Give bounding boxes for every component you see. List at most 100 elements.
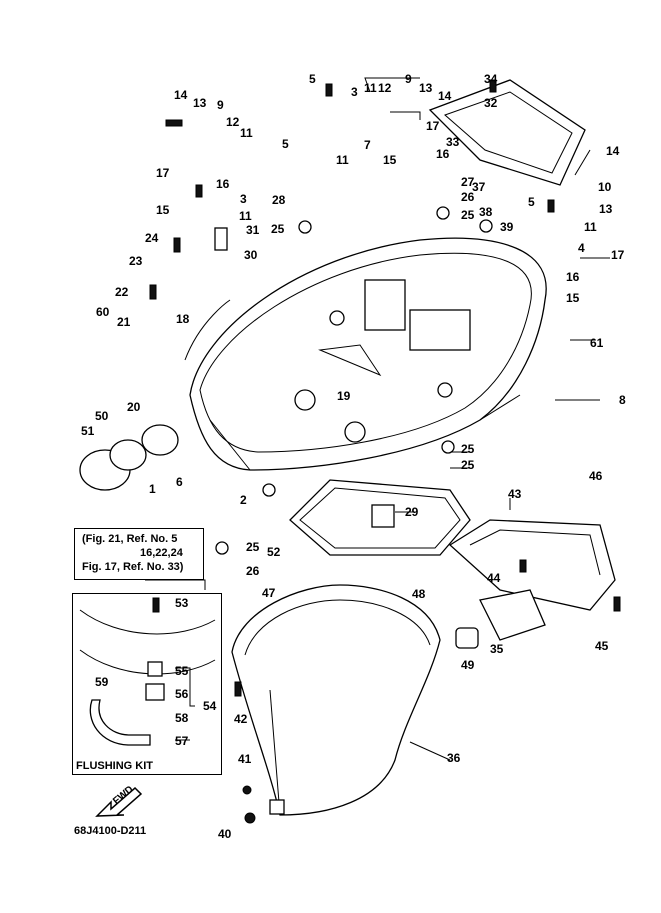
seal-strip-18 xyxy=(184,299,231,361)
callout-label: 14 xyxy=(438,89,452,103)
callout-label: 14 xyxy=(606,144,620,158)
callout-label: 15 xyxy=(156,203,170,217)
callout-label: 25 xyxy=(461,208,475,222)
grommet-50 xyxy=(455,627,479,649)
callout-label: 4 xyxy=(578,241,585,255)
callout-label: 6 xyxy=(176,475,183,489)
callout-label: 12 xyxy=(378,81,392,95)
callout-label: 27 xyxy=(461,175,475,189)
reference-note-line-1: (Fig. 21, Ref. No. 5 xyxy=(82,533,178,545)
callout-label: 2 xyxy=(240,493,247,507)
bottom-cowling-pan xyxy=(189,237,547,471)
callout-label: 49 xyxy=(461,658,475,672)
callout-label: 16 xyxy=(566,270,580,284)
callout-label: 29 xyxy=(405,505,419,519)
callout-label: 61 xyxy=(590,336,604,350)
callout-label: 11 xyxy=(364,81,377,95)
fasteners xyxy=(149,79,621,824)
callout-label: 15 xyxy=(566,291,580,305)
callout-label: 13 xyxy=(193,96,207,110)
callout-label: 41 xyxy=(238,752,252,766)
callout-label: 9 xyxy=(405,72,412,86)
callout-label: 25 xyxy=(271,222,285,236)
callout-label: 19 xyxy=(337,389,351,403)
callout-label: 26 xyxy=(246,564,260,578)
callout-label: 53 xyxy=(175,596,189,610)
callout-labels: 1 2 3 3 4 5 5 5 6 7 8 9 9 10 11 11 11 11… xyxy=(81,72,626,841)
callout-label: 23 xyxy=(129,254,143,268)
callout-label: 13 xyxy=(599,202,613,216)
collar-31 xyxy=(214,227,228,251)
callout-label: 43 xyxy=(508,487,522,501)
callout-label: 9 xyxy=(217,98,224,112)
hose-clamp-assembly xyxy=(79,424,179,491)
callout-label: 11 xyxy=(239,209,252,223)
callout-label: 38 xyxy=(479,205,493,219)
diagram-code: 68J4100-D211 xyxy=(74,825,147,837)
callout-label: 45 xyxy=(595,639,609,653)
callout-label: 36 xyxy=(447,751,461,765)
callout-label: 5 xyxy=(282,137,289,151)
callout-label: 35 xyxy=(490,642,504,656)
callout-label: 39 xyxy=(500,220,514,234)
leader-lines xyxy=(145,77,610,761)
callout-label: 32 xyxy=(484,96,498,110)
callout-label: 54 xyxy=(203,699,217,713)
callout-label: 14 xyxy=(174,88,188,102)
callout-label: 24 xyxy=(145,231,159,245)
callout-label: 33 xyxy=(446,135,460,149)
callout-label: 46 xyxy=(589,469,603,483)
flushing-kit-parts xyxy=(79,609,216,746)
callout-label: 34 xyxy=(484,72,498,86)
flushing-kit-inset xyxy=(72,593,222,775)
callout-label: 16 xyxy=(436,147,450,161)
callout-label: 3 xyxy=(240,192,247,206)
callout-label: 47 xyxy=(262,586,276,600)
callout-label: 21 xyxy=(117,315,131,329)
callout-label: 51 xyxy=(81,424,95,438)
callout-label: 52 xyxy=(267,545,281,559)
callout-label: 31 xyxy=(246,223,260,237)
callout-label: 1 xyxy=(149,482,156,496)
callout-label: 22 xyxy=(115,285,129,299)
callout-label: 17 xyxy=(611,248,625,262)
reference-note-box xyxy=(74,528,204,580)
callout-label: 20 xyxy=(127,400,141,414)
callout-label: 11 xyxy=(336,153,349,167)
lower-cowling xyxy=(231,584,441,816)
callout-label: 8 xyxy=(619,393,626,407)
callout-label: 25 xyxy=(461,458,475,472)
callout-label: 28 xyxy=(272,193,286,207)
gasket-seal xyxy=(289,479,471,556)
callout-label: 11 xyxy=(240,126,253,140)
callout-label: 3 xyxy=(351,85,358,99)
reference-note-line-3: Fig. 17, Ref. No. 33) xyxy=(82,561,184,573)
callout-label: 59 xyxy=(95,675,109,689)
callout-label: 26 xyxy=(461,190,475,204)
callout-label: 56 xyxy=(175,687,189,701)
callout-label: 11 xyxy=(584,220,597,234)
callout-label: 5 xyxy=(309,72,316,86)
callout-label: 12 xyxy=(226,115,240,129)
callout-label: 25 xyxy=(246,540,260,554)
callout-label: 17 xyxy=(156,166,170,180)
callout-label: 5 xyxy=(528,195,535,209)
callout-label: 17 xyxy=(426,119,440,133)
cover-plate xyxy=(428,79,586,186)
callout-label: 13 xyxy=(419,81,433,95)
bracket xyxy=(448,519,616,611)
callout-label: 7 xyxy=(364,138,371,152)
callout-label: 40 xyxy=(218,827,232,841)
callout-label: 16 xyxy=(216,177,230,191)
callout-label: 30 xyxy=(244,248,258,262)
callout-label: 48 xyxy=(412,587,426,601)
fwd-arrow-icon xyxy=(95,786,143,817)
callout-label: 42 xyxy=(234,712,248,726)
callout-label: 55 xyxy=(175,664,189,678)
callout-label: 44 xyxy=(487,571,501,585)
callout-label: 58 xyxy=(175,711,189,725)
callout-label: 15 xyxy=(383,153,397,167)
callout-label: 60 xyxy=(96,305,110,319)
callout-label: 50 xyxy=(95,409,109,423)
